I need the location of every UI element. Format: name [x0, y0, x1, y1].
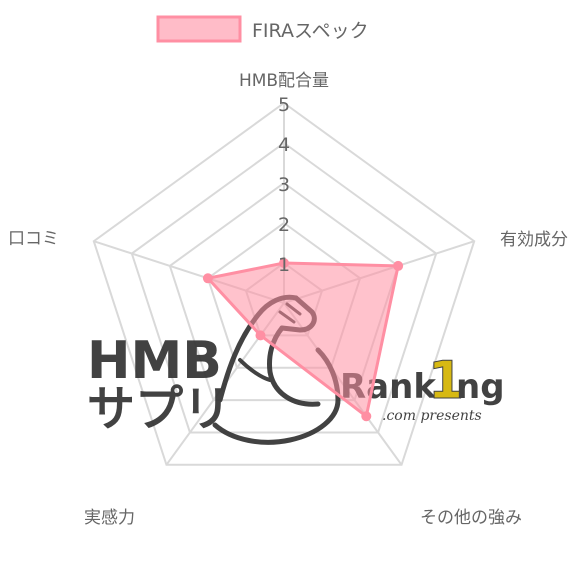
radar-tick-labels: 1 2 3 4 5 [278, 94, 290, 276]
axis-label-5: 口コミ [8, 229, 59, 249]
data-point-1 [279, 258, 289, 268]
watermark-hmb-text: HMB [87, 331, 222, 391]
radar-series [202, 258, 404, 422]
data-point-2 [393, 260, 404, 271]
grid-ring-4 [130, 141, 438, 434]
legend[interactable]: FIRAスペック [156, 15, 369, 43]
data-point-3 [361, 411, 372, 422]
axis-label-1: HMB配合量 [239, 71, 329, 91]
grid-ring-5 [92, 101, 476, 466]
tick-label-5: 5 [278, 94, 290, 116]
tick-label-1: 1 [278, 254, 290, 276]
grid-ring-3 [168, 181, 400, 402]
watermark-brand-digit: 1 [428, 351, 464, 411]
data-point-5 [202, 273, 213, 284]
tick-label-2: 2 [278, 214, 290, 236]
tick-label-4: 4 [278, 134, 290, 156]
series-area [206, 261, 400, 418]
axis-label-3: その他の強み [420, 508, 522, 528]
tick-label-3: 3 [278, 174, 290, 196]
legend-label: FIRAスペック [252, 20, 369, 42]
axis-label-2: 有効成分 [500, 230, 568, 250]
data-point-4 [255, 330, 266, 341]
watermark-supplement-text: サプリ [87, 381, 231, 437]
watermark-brand-suffix: ng [456, 367, 505, 407]
legend-swatch [156, 15, 242, 43]
axis-label-4: 実感力 [84, 508, 135, 528]
watermark-brand-tagline: .com presents [382, 408, 482, 424]
